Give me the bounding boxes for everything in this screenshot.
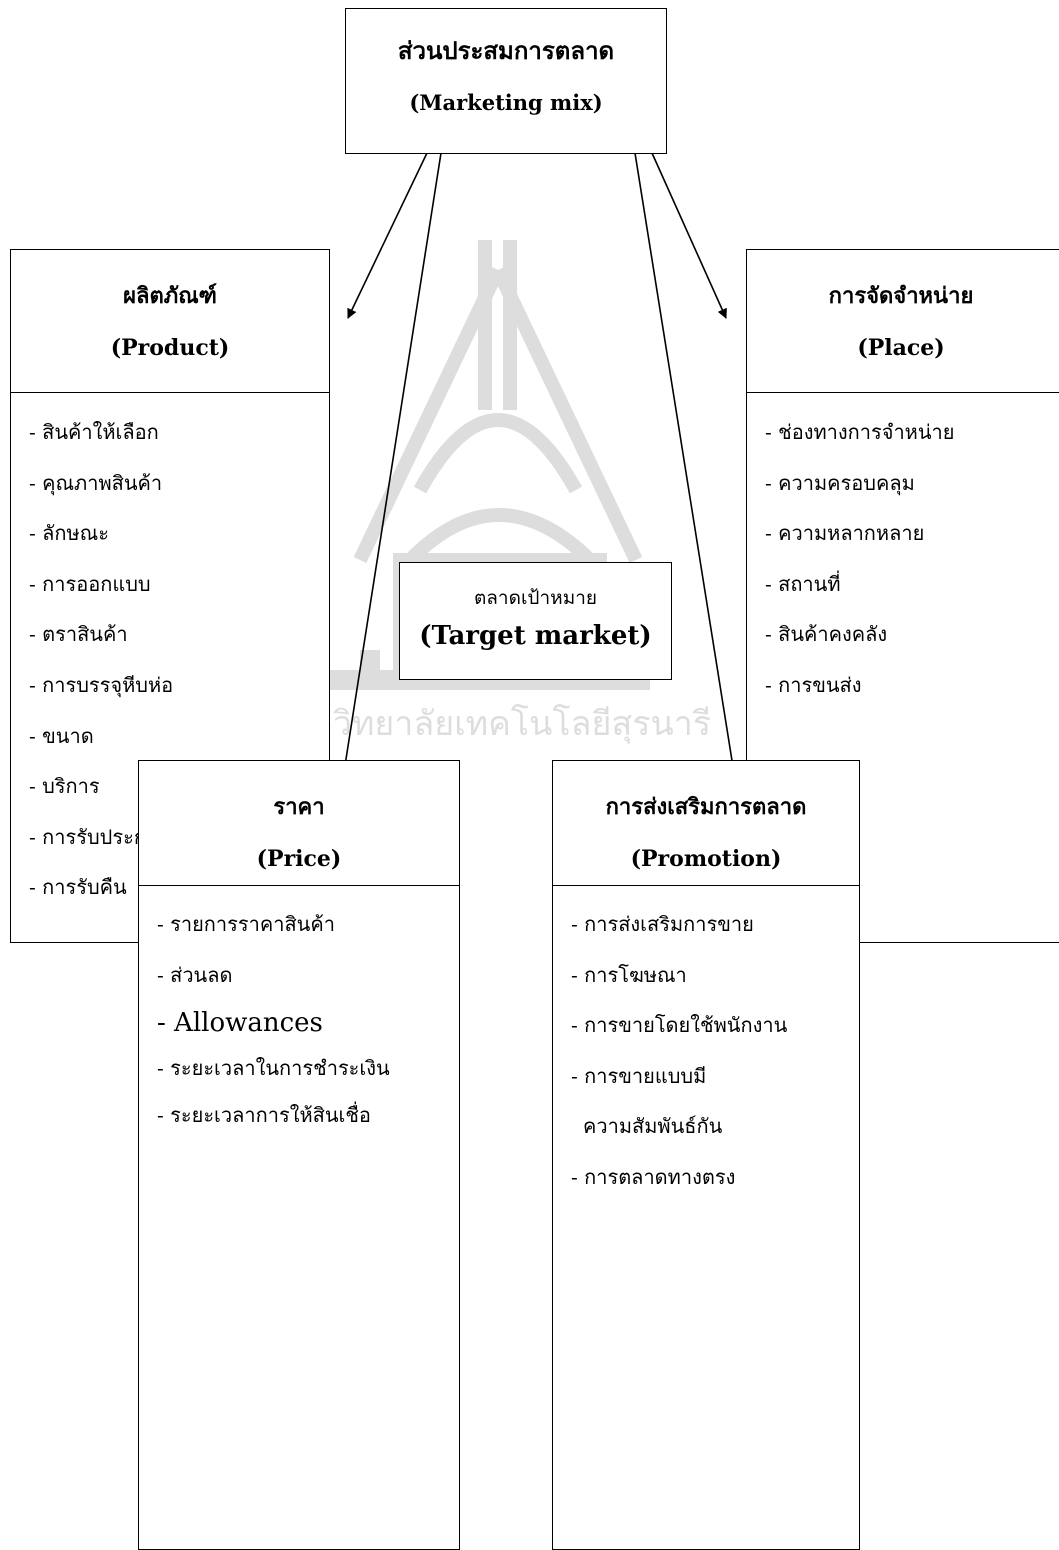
arrow-to-price — [333, 153, 441, 842]
list-item: - การขายแบบมี — [571, 1051, 853, 1102]
list-item: - ความครอบคลุม — [765, 458, 1059, 509]
list-item: - การโฆษณา — [571, 950, 853, 1001]
list-item: - ระยะเวลาการให้สินเชื่อ — [157, 1090, 453, 1141]
list-item: - สถานที่ — [765, 559, 1059, 610]
marketing-mix-title-th: ส่วนประสมการตลาด — [346, 31, 666, 70]
product-title-th: ผลิตภัณฑ์ — [11, 278, 329, 313]
list-item: - ความหลากหลาย — [765, 508, 1059, 559]
list-item: - ส่วนลด — [157, 950, 453, 1001]
arrow-to-place — [652, 153, 726, 318]
arrow-to-product — [348, 153, 427, 318]
price-box: ราคา (Price) - รายการราคาสินค้า - ส่วนลด… — [138, 760, 460, 1550]
list-item: - ระยะเวลาในการชำระเงิน — [157, 1046, 453, 1090]
place-title-th: การจัดจำหน่าย — [747, 278, 1055, 313]
marketing-mix-box: ส่วนประสมการตลาด (Marketing mix) — [345, 8, 667, 154]
target-market-title-th: ตลาดเป้าหมาย — [400, 583, 671, 613]
place-title-en: (Place) — [747, 335, 1055, 361]
list-item: - คุณภาพสินค้า — [29, 458, 323, 509]
list-item: - ขนาด — [29, 711, 323, 762]
list-item: - ลักษณะ — [29, 508, 323, 559]
list-item: - การส่งเสริมการขาย — [571, 899, 853, 950]
promotion-title-en: (Promotion) — [553, 846, 859, 872]
list-item: - การบรรจุหีบห่อ — [29, 660, 323, 711]
product-title-en: (Product) — [11, 335, 329, 361]
list-item: - ช่องทางการจำหน่าย — [765, 407, 1059, 458]
list-item: - สินค้าคงคลัง — [765, 609, 1059, 660]
target-market-box: ตลาดเป้าหมาย (Target market) — [399, 562, 672, 680]
list-item: - ตราสินค้า — [29, 609, 323, 660]
product-divider — [11, 392, 329, 393]
place-item-list: - ช่องทางการจำหน่าย - ความครอบคลุม - ควา… — [765, 407, 1059, 711]
price-title-th: ราคา — [139, 789, 459, 824]
list-item: - การขายโดยใช้พนักงาน — [571, 1000, 853, 1051]
list-item: - การขนส่ง — [765, 660, 1059, 711]
price-divider — [139, 885, 459, 886]
list-item: - สินค้าให้เลือก — [29, 407, 323, 458]
list-item: - การออกแบบ — [29, 559, 323, 610]
place-divider — [747, 392, 1059, 393]
target-market-title-en: (Target market) — [400, 621, 671, 651]
list-item: - รายการราคาสินค้า — [157, 899, 453, 950]
list-item: - การตลาดทางตรง — [571, 1152, 853, 1203]
list-item: - Allowances — [157, 1000, 453, 1046]
price-item-list: - รายการราคาสินค้า - ส่วนลด - Allowances… — [157, 899, 453, 1141]
arrow-to-promotion — [635, 153, 745, 842]
list-item-continuation: ความสัมพันธ์กัน — [571, 1101, 853, 1152]
promotion-box: การส่งเสริมการตลาด (Promotion) - การส่งเ… — [552, 760, 860, 1550]
price-title-en: (Price) — [139, 846, 459, 872]
promotion-divider — [553, 885, 859, 886]
promotion-item-list: - การส่งเสริมการขาย - การโฆษณา - การขายโ… — [571, 899, 853, 1203]
marketing-mix-title-en: (Marketing mix) — [346, 90, 666, 115]
promotion-title-th: การส่งเสริมการตลาด — [553, 789, 859, 824]
